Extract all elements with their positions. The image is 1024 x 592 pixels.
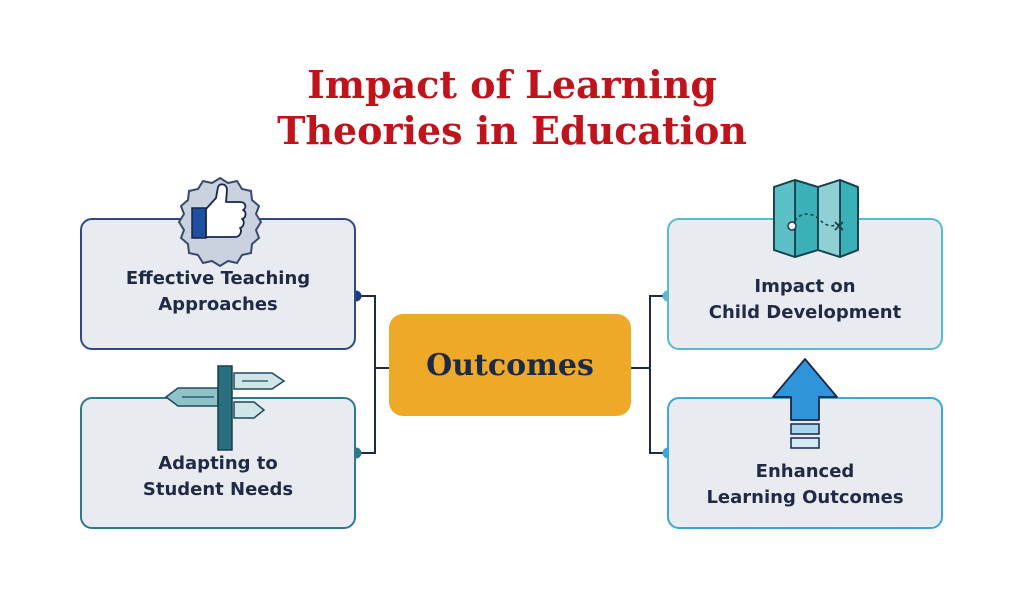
map-icon [773, 179, 859, 258]
center-label: Outcomes [426, 347, 594, 383]
signpost-icon [164, 365, 286, 451]
title-line-2: Theories in Education [277, 108, 747, 153]
connector-left-bottom [356, 368, 376, 454]
node-label-line-1: Enhanced [755, 461, 855, 482]
node-adapting-student-needs: Adapting to Student Needs [80, 397, 356, 529]
node-label-line-1: Effective Teaching [125, 268, 311, 289]
node-label-line-2: Student Needs [142, 479, 294, 500]
up-arrow-icon [772, 358, 838, 449]
node-label-line-2: Learning Outcomes [706, 487, 904, 508]
connector-left-top [356, 295, 389, 369]
thumbs-up-icon [177, 176, 263, 268]
diagram-title: Impact of Learning Theories in Education [0, 62, 1024, 154]
center-outcomes-node: Outcomes [389, 314, 631, 416]
node-label-line-1: Impact on [754, 276, 856, 297]
connector-right-bottom [649, 368, 668, 454]
node-label-line-2: Child Development [708, 302, 902, 323]
node-label-line-1: Adapting to [158, 453, 278, 474]
connector-right-top [631, 295, 668, 369]
title-line-1: Impact of Learning [307, 62, 717, 107]
node-label-line-2: Approaches [158, 294, 278, 315]
